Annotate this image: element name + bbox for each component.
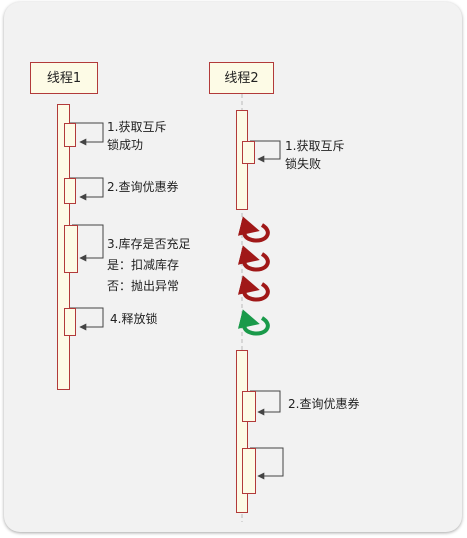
self-call-arrow-thread1-step1: [70, 122, 104, 146]
thread2-step2-label: 2.查询优惠券: [288, 397, 360, 411]
activation-thread1-step3: [64, 225, 78, 273]
thread1-step2-label: 2.查询优惠券: [107, 180, 179, 194]
self-call-arrow-thread2-step3: [250, 447, 284, 480]
thread2-step1-line1: 1.获取互斥: [285, 139, 345, 153]
thread1-step1-line1: 1.获取互斥: [107, 120, 167, 134]
activation-thread2-step1: [242, 141, 255, 164]
thread1-step3-line1: 3.库存是否充足: [107, 237, 191, 251]
self-call-arrow-thread1-step3: [72, 224, 104, 262]
retry-arrow-2: [237, 245, 270, 272]
self-call-arrow-thread1-step4: [70, 307, 104, 331]
activation-thread2-step2: [242, 391, 256, 422]
thread1-step1-line2: 锁成功: [107, 138, 144, 152]
activation-thread1-step4: [64, 308, 76, 336]
thread1-step4-label: 4.释放锁: [110, 312, 158, 326]
actor-thread1: 线程1: [30, 62, 98, 94]
thread2-step1-line2: 锁失败: [285, 157, 322, 171]
retry-success-arrow: [237, 309, 270, 336]
thread1-step1-label: 1.获取互斥 锁成功: [107, 118, 166, 154]
thread1-step3-label: 3.库存是否充足 是：扣减库存 否：抛出异常: [107, 234, 190, 297]
retry-arrow-3: [237, 275, 270, 302]
activation-thread2-step3: [242, 448, 256, 494]
actor-thread2: 线程2: [209, 62, 274, 94]
thread2-step1-label: 1.获取互斥 锁失败: [285, 137, 344, 173]
self-call-arrow-thread2-step1: [250, 140, 281, 163]
retry-arrow-1: [237, 216, 270, 243]
activation-thread1-step2: [64, 178, 76, 204]
thread1-step3-line2: 是：扣减库存: [107, 258, 180, 272]
thread1-step3-line3: 否：抛出异常: [107, 279, 180, 293]
self-call-arrow-thread1-step2: [70, 177, 104, 201]
self-call-arrow-thread2-step2: [250, 390, 281, 416]
activation-thread1-step1: [64, 123, 76, 147]
